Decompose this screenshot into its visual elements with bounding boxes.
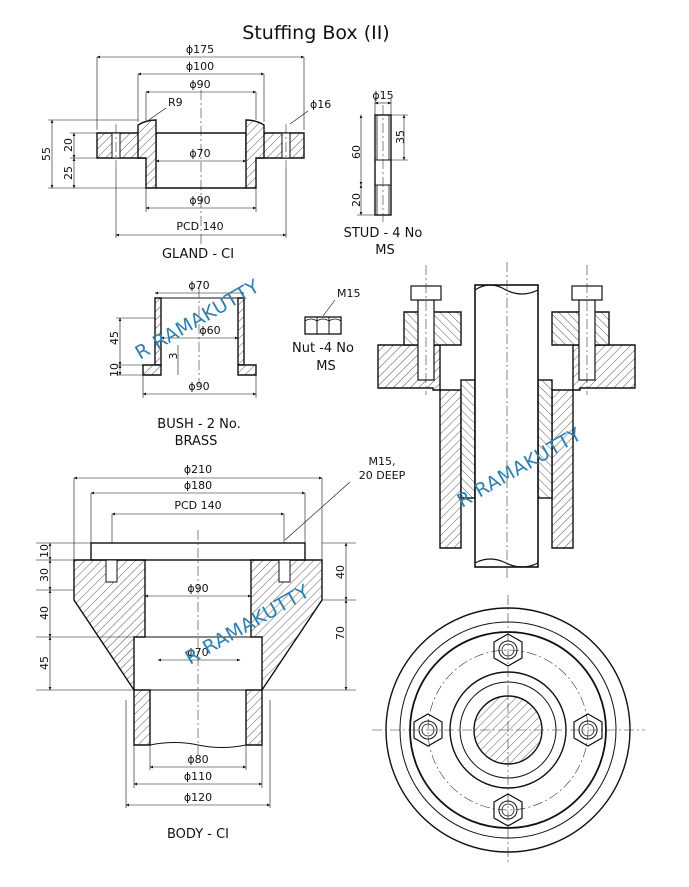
body-dim-d70: ϕ70 — [187, 646, 208, 659]
bush-material: BRASS — [175, 434, 218, 449]
stud-drawing: ϕ15 35 60 20 STUD - 4 No MS — [344, 89, 423, 258]
gland-dim-h25: 25 — [62, 166, 75, 180]
body-label: BODY - CI — [167, 827, 229, 842]
assembly-section — [377, 262, 636, 580]
bush-dim-h45: 45 — [108, 331, 121, 345]
bush-dim-d70: ϕ70 — [188, 279, 209, 292]
gland-wall-left — [137, 119, 157, 189]
body-dim-d110: ϕ110 — [184, 770, 212, 783]
stud-dim-l35: 35 — [394, 130, 407, 144]
body-dim-h30: 30 — [38, 568, 51, 582]
bush-label: BUSH - 2 No. — [157, 417, 240, 432]
bush-dim-d90: ϕ90 — [188, 380, 209, 393]
plan-nut-top — [493, 633, 523, 667]
stud-dim-l60: 60 — [350, 145, 363, 159]
body-dim-h10: 10 — [38, 544, 51, 558]
stud-dim-d15: ϕ15 — [372, 89, 393, 102]
gland-dim-r9: R9 — [168, 96, 183, 109]
plan-nut-left — [413, 713, 443, 747]
gland-label: GLAND - CI — [162, 247, 234, 262]
gland-dim-d175: ϕ175 — [186, 43, 214, 56]
stud-label: STUD - 4 No — [344, 226, 423, 241]
body-dim-h45: 45 — [38, 656, 51, 670]
body-dim-d90: ϕ90 — [187, 582, 208, 595]
gland-dim-d100: ϕ100 — [186, 60, 214, 73]
nut-label: Nut -4 No — [292, 341, 354, 356]
nut-dim-m15: M15 — [337, 287, 361, 300]
gland-wall-right — [245, 119, 265, 189]
gland-dim-d70: ϕ70 — [189, 147, 210, 160]
body-dim-r70: 70 — [334, 626, 347, 640]
body-dim-d210: ϕ210 — [184, 463, 212, 476]
bush-dim-t3: 3 — [167, 353, 180, 360]
body-callout-line2: 20 DEEP — [359, 469, 406, 482]
bush-dim-d60: ϕ60 — [199, 324, 220, 337]
body-callout-line1: M15, — [369, 455, 396, 468]
bush-dim-h10: 10 — [108, 363, 121, 377]
body-dim-d80: ϕ80 — [187, 753, 208, 766]
body-dim-d180: ϕ180 — [184, 479, 212, 492]
gland-dim-d90-top: ϕ90 — [189, 78, 210, 91]
plan-nut-bottom — [493, 793, 523, 827]
gland-dim-h55: 55 — [40, 147, 53, 161]
plan-nut-right — [573, 713, 603, 747]
gland-dim-d90-bot: ϕ90 — [189, 194, 210, 207]
stud-material: MS — [375, 243, 394, 258]
gland-drawing: ϕ175 ϕ100 ϕ90 R9 ϕ16 ϕ70 ϕ90 PCD 140 55 … — [40, 43, 331, 262]
plan-view — [372, 595, 645, 865]
gland-dim-d16: ϕ16 — [310, 98, 331, 111]
gland-dim-h20: 20 — [62, 138, 75, 152]
page-title: Stuffing Box (II) — [242, 22, 389, 44]
body-dim-pcd: PCD 140 — [174, 499, 221, 512]
nut-material: MS — [316, 359, 335, 374]
body-dim-h40: 40 — [38, 606, 51, 620]
bush-drawing: ϕ70 ϕ60 ϕ90 45 10 3 BUSH - 2 No. BRASS — [108, 279, 257, 449]
gland-dim-pcd: PCD 140 — [176, 220, 223, 233]
body-drawing: ϕ210 ϕ180 PCD 140 M15, 20 DEEP ϕ90 ϕ70 ϕ… — [36, 455, 406, 842]
stud-dim-l20: 20 — [350, 193, 363, 207]
body-dim-d120: ϕ120 — [184, 791, 212, 804]
nut-drawing: M15 Nut -4 No MS — [292, 287, 360, 374]
body-dim-r40: 40 — [334, 565, 347, 579]
